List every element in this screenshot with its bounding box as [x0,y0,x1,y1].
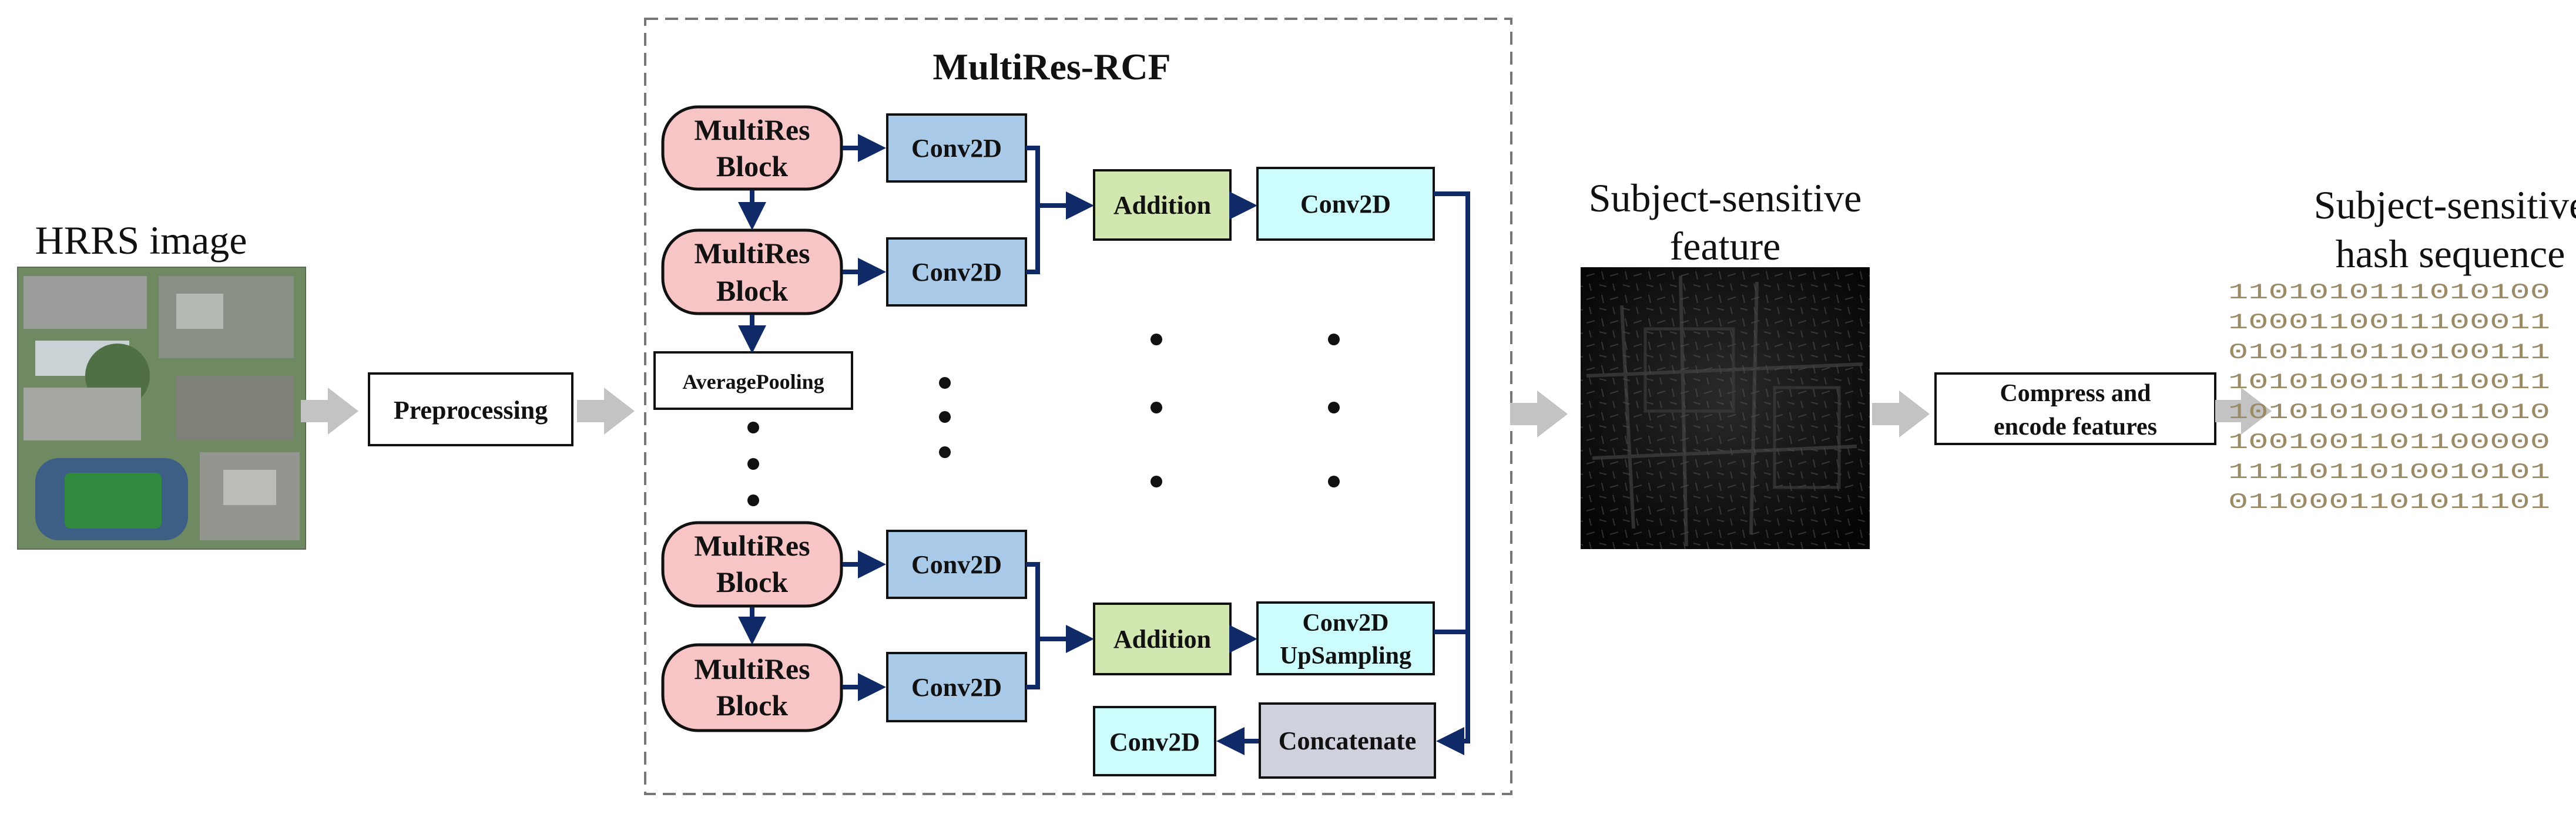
hash-label-line2: hash sequence [2336,231,2565,276]
conv2d-side-1: Conv2D [886,113,1027,183]
hash-row: 0110001101011101 [2228,490,2550,515]
multires-block-4: MultiRes Block [661,643,843,732]
svg-text:encode features: encode features [1994,413,2157,440]
svg-text:Block: Block [716,689,788,722]
hash-row: 1010100111110011 [2228,371,2550,395]
flow-arrow-network-to-feature [1510,391,1568,438]
concatenate-box: Concatenate [1259,702,1436,779]
compress-encode-box: Compress and encode features [1934,372,2216,445]
network-title: MultiRes-RCF [933,46,1170,88]
addition-bottom: Addition [1093,603,1232,675]
flow-arrow-compress-to-hash [2215,388,2272,435]
feature-label-line1: Subject-sensitive [1589,176,1862,220]
connector-convs-to-addition-bottom [1026,562,1087,689]
svg-text:Block: Block [716,566,788,598]
connector-convs-to-addition-top [1026,146,1087,274]
svg-text:UpSampling: UpSampling [1280,642,1411,669]
hrrs-image [17,267,306,550]
flow-arrow-preprocessing-to-network [577,388,635,435]
multires-block-1: MultiRes Block [661,105,843,191]
feature-label-line2: feature [1670,224,1781,268]
average-pooling-label: AveragePooling [682,370,824,393]
svg-text:Conv2D: Conv2D [1302,610,1388,637]
conv2d-side-4: Conv2D [886,652,1027,722]
ellipsis-vertical-blocks [747,422,759,506]
feature-map-image [1581,267,1870,549]
svg-text:Conv2D: Conv2D [911,258,1002,287]
hash-label-line1: Subject-sensitive [2314,183,2576,227]
svg-text:Addition: Addition [1113,625,1211,654]
multires-block-3: MultiRes Block [661,521,843,608]
hash-row: 1010101001011010 [2228,401,2550,425]
svg-text:MultiRes: MultiRes [694,113,810,146]
svg-text:MultiRes: MultiRes [694,237,810,270]
flow-arrow-image-to-preprocessing [301,388,358,435]
svg-text:Block: Block [716,150,788,183]
preprocessing-label: Preprocessing [394,396,548,425]
preprocessing-box [368,372,573,446]
input-label: HRRS image [35,218,247,263]
hash-row: 1000110011100011 [2228,311,2550,335]
svg-text:Conv2D: Conv2D [911,550,1002,579]
ellipsis-vertical-output [1328,334,1340,487]
conv2d-final: Conv2D [1093,706,1216,776]
connector-outputs-to-concatenate [1434,191,1470,743]
hash-sequence: 1101010111010100 1000110011100011 01011101… [2228,281,2550,515]
svg-text:Conv2D: Conv2D [1300,190,1391,218]
svg-text:Conv2D: Conv2D [1109,728,1200,756]
svg-text:MultiRes: MultiRes [694,529,810,562]
average-pooling-box [653,351,853,410]
svg-text:Conv2D: Conv2D [911,673,1002,702]
ellipsis-vertical-addition [1151,334,1162,487]
hash-row: 1111011010010101 [2228,460,2550,485]
conv2d-side-2: Conv2D [886,237,1027,307]
flow-arrow-feature-to-compress [1872,391,1930,438]
conv2d-after-addition-top: Conv2D [1256,167,1435,241]
svg-text:Conv2D: Conv2D [911,134,1002,163]
hash-row: 1001001101100000 [2228,430,2550,455]
svg-text:MultiRes: MultiRes [694,652,810,685]
hash-row: 0101110110100111 [2228,341,2550,365]
multires-block-2: MultiRes Block [661,228,843,315]
svg-text:Block: Block [716,274,788,307]
ellipsis-vertical-conv [939,377,951,458]
svg-text:Compress and: Compress and [2000,380,2151,407]
hash-row: 1101010111010100 [2228,281,2550,305]
conv2d-side-3: Conv2D [886,530,1027,599]
svg-text:Addition: Addition [1113,191,1211,220]
addition-top: Addition [1093,169,1232,241]
svg-text:Concatenate: Concatenate [1279,726,1417,755]
conv2d-upsampling: Conv2D UpSampling [1256,601,1435,675]
